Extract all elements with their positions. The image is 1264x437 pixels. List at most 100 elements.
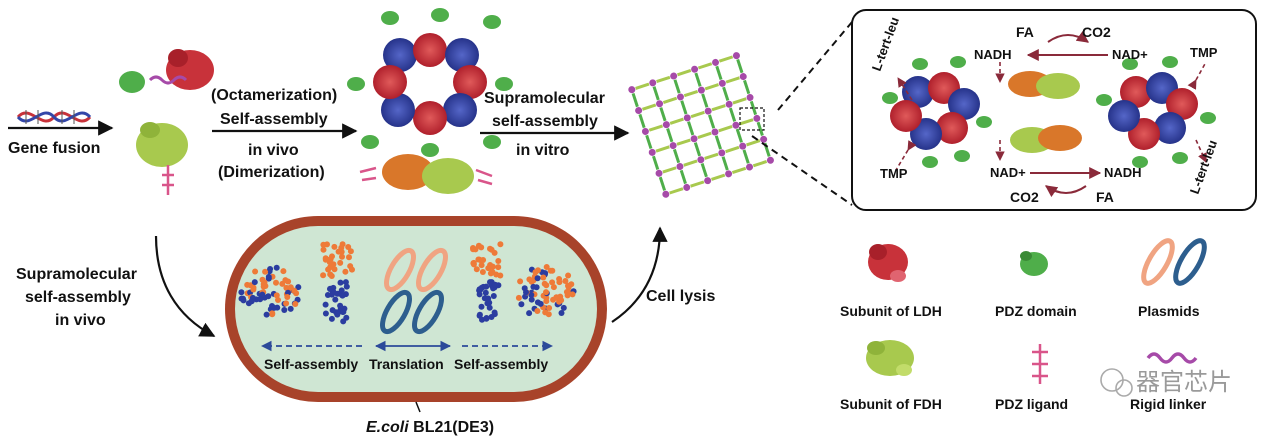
lattice-link <box>693 142 702 157</box>
molecule-dot <box>549 279 556 286</box>
lattice-link <box>742 149 750 164</box>
inset-nad-bottom: NAD+ <box>990 165 1026 180</box>
in-vitro-label: in vitro <box>516 142 570 159</box>
molecule-dot <box>295 284 302 291</box>
ldh-pdz-fusion-icon <box>119 49 214 93</box>
molecule-dot <box>334 311 341 318</box>
molecule-dot <box>338 287 345 294</box>
molecule-dot <box>269 311 276 318</box>
lattice-link <box>648 124 664 132</box>
lattice-link <box>662 166 677 174</box>
molecule-dot <box>482 289 489 296</box>
strain-italic: E.coli <box>366 419 409 436</box>
lattice-link <box>687 121 695 136</box>
molecule-dot <box>331 243 338 250</box>
strain-label: E.coli BL21(DE3) <box>366 419 494 436</box>
molecule-dot <box>479 269 486 275</box>
inset-nadh-bottom: NADH <box>1104 165 1142 180</box>
inset-ldh-octamer-right <box>1096 56 1216 168</box>
lattice-node <box>718 149 726 157</box>
molecule-dot <box>320 272 327 279</box>
molecule-dot <box>569 291 576 298</box>
molecule-dot <box>259 291 266 298</box>
lattice-link <box>697 131 712 139</box>
lattice-node <box>690 135 698 143</box>
vivo-in-vivo-label: in vivo <box>55 312 106 329</box>
molecule-dot <box>279 280 286 287</box>
molecule-dot <box>540 274 547 281</box>
molecule-dot <box>486 304 493 311</box>
molecule-dot <box>537 300 544 307</box>
lattice-link <box>641 103 657 111</box>
lattice-link <box>725 76 740 84</box>
molecule-dot <box>492 281 499 288</box>
molecule-dot <box>337 279 344 286</box>
molecule-dot <box>535 267 541 274</box>
molecule-dot <box>495 264 502 271</box>
legend-fdh-icon <box>866 340 914 376</box>
molecule-dot <box>337 302 344 309</box>
zoom-line-bottom <box>751 135 853 206</box>
molecule-dot <box>280 268 287 275</box>
plasmid-icons <box>380 247 448 335</box>
lattice-link <box>700 163 708 178</box>
lattice-node <box>718 79 726 87</box>
lattice-node <box>670 72 678 80</box>
molecule-dot <box>328 273 335 279</box>
lattice-link <box>697 62 713 70</box>
lattice-node <box>662 190 670 198</box>
wechat-watermark: 器官芯片 <box>1100 368 1232 397</box>
molecule-dot <box>517 278 524 285</box>
fa-co2-top-curve <box>1047 30 1089 43</box>
legend-rigid-linker-icon <box>1146 352 1198 364</box>
lattice-node <box>676 93 684 101</box>
lattice-node <box>732 121 740 129</box>
molecule-dot <box>251 279 258 286</box>
molecule-dot <box>528 291 535 298</box>
cell-self-assembly-left: Self-assembly <box>264 356 358 372</box>
lattice-link <box>711 104 726 112</box>
molecule-dot <box>550 296 557 303</box>
molecule-dot <box>334 290 341 297</box>
cell-self-assembly-right: Self-assembly <box>454 356 548 372</box>
lattice-link <box>721 156 729 171</box>
molecule-dot <box>483 283 490 290</box>
lattice-node <box>746 93 754 101</box>
reaction-inset: FA CO2 NADH NAD+ L-tert-leu TMP TMP NAD+… <box>851 9 1257 211</box>
molecule-dot <box>320 246 327 253</box>
molecule-dot <box>273 264 280 271</box>
molecule-dot <box>337 259 344 266</box>
lattice-link <box>756 121 764 136</box>
inset-nadh-top: NADH <box>974 47 1012 62</box>
co2-fa-bottom-curve <box>1045 185 1087 198</box>
molecule-dot <box>340 308 347 315</box>
molecule-dot <box>543 264 550 270</box>
inset-tmp-right: TMP <box>1190 45 1218 60</box>
molecule-dot <box>490 293 497 299</box>
lattice-node <box>732 52 740 60</box>
octamerization-label: (Octamerization) <box>211 87 337 104</box>
lattice-node <box>725 170 733 178</box>
lattice-link <box>683 159 698 167</box>
legend-ldh-icon <box>868 244 908 282</box>
molecule-dot <box>273 292 280 299</box>
molecule-dot <box>281 307 288 313</box>
molecule-dot <box>261 279 268 286</box>
self-assembly-label: Self-assembly <box>220 111 328 128</box>
molecule-dot <box>265 293 272 300</box>
molecule-dot <box>473 266 480 273</box>
molecule-dot <box>252 268 259 275</box>
molecule-dot <box>476 311 483 318</box>
lattice-node <box>739 142 747 150</box>
zoom-box <box>739 107 765 131</box>
lattice-link <box>690 110 705 119</box>
fdh-dimer-icon <box>359 154 493 194</box>
vivo-curved-arrow <box>154 235 216 337</box>
molecule-dot <box>530 283 537 290</box>
lattice-link <box>638 113 646 129</box>
molecule-dot <box>543 282 550 289</box>
strain-rest: BL21(DE3) <box>409 419 494 436</box>
molecule-dot <box>340 318 347 325</box>
molecule-dot <box>263 311 270 318</box>
